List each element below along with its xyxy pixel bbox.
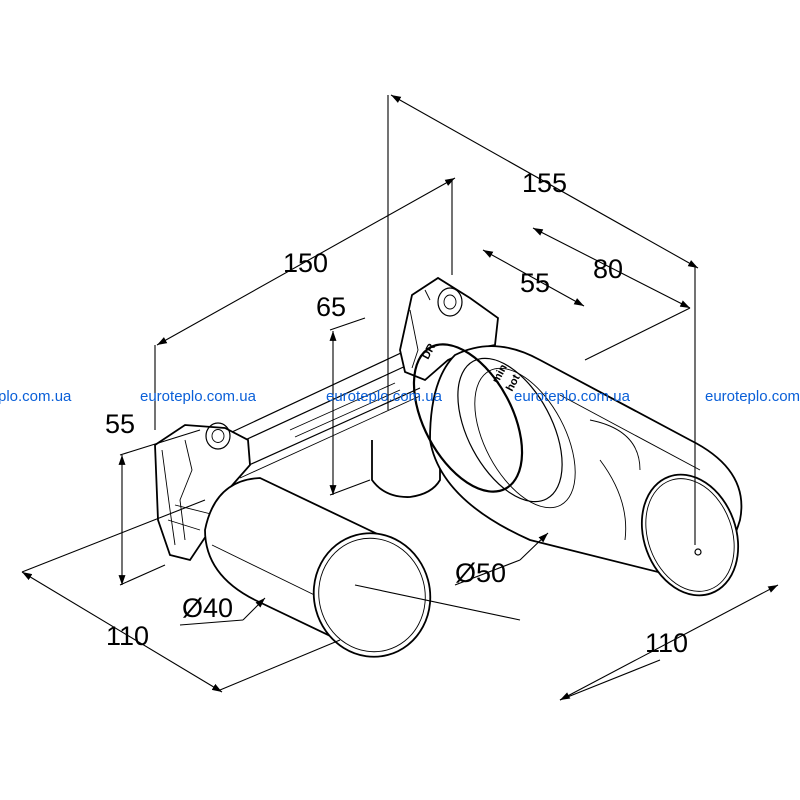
mounting-rail (229, 344, 421, 479)
leader-d40 (242, 597, 266, 621)
dim-line-150 (156, 177, 456, 346)
dim-55-top-label: 55 (520, 268, 550, 298)
watermark-text-4: euroteplo.com.ua (514, 388, 631, 405)
dim-110-left-label: 110 (106, 621, 149, 651)
watermark-text-5: euroteplo.com.ua (705, 388, 800, 405)
end-cap-d50 (640, 473, 740, 597)
dim-65-label: 65 (316, 292, 346, 322)
dim-80-label: 80 (593, 254, 623, 284)
pipe-d40 (204, 477, 432, 658)
dim-150-label: 150 (283, 248, 328, 278)
watermark-text-3: euroteplo.com.ua (326, 388, 443, 405)
dimension-lines (21, 94, 779, 701)
dim-line-55-top (482, 249, 585, 307)
watermark-text-1: plo.com.ua (0, 388, 72, 405)
dim-55-left-label: 55 (105, 409, 135, 439)
dim-155-label: 155 (522, 168, 567, 198)
dim-line-110-left (21, 571, 223, 693)
front-mount-hole (205, 422, 231, 450)
dim-110-right-label: 110 (645, 628, 688, 658)
dimension-labels: 155 150 80 55 65 55 110 110 Ø40 Ø50 (105, 168, 688, 658)
watermark-text-2: euroteplo.com.ua (140, 388, 257, 405)
pipe-d40-end (312, 532, 432, 658)
end-cap-center-hole (694, 548, 702, 556)
dim-line-110-right (559, 584, 779, 701)
leader-d50 (519, 532, 549, 561)
dim-line-80 (532, 227, 691, 309)
lower-stub (371, 440, 441, 498)
dim-d40-label: Ø40 (182, 593, 233, 623)
watermark: plo.com.ua euroteplo.com.ua euroteplo.co… (0, 388, 800, 405)
dim-d50-label: Ø50 (455, 558, 506, 588)
